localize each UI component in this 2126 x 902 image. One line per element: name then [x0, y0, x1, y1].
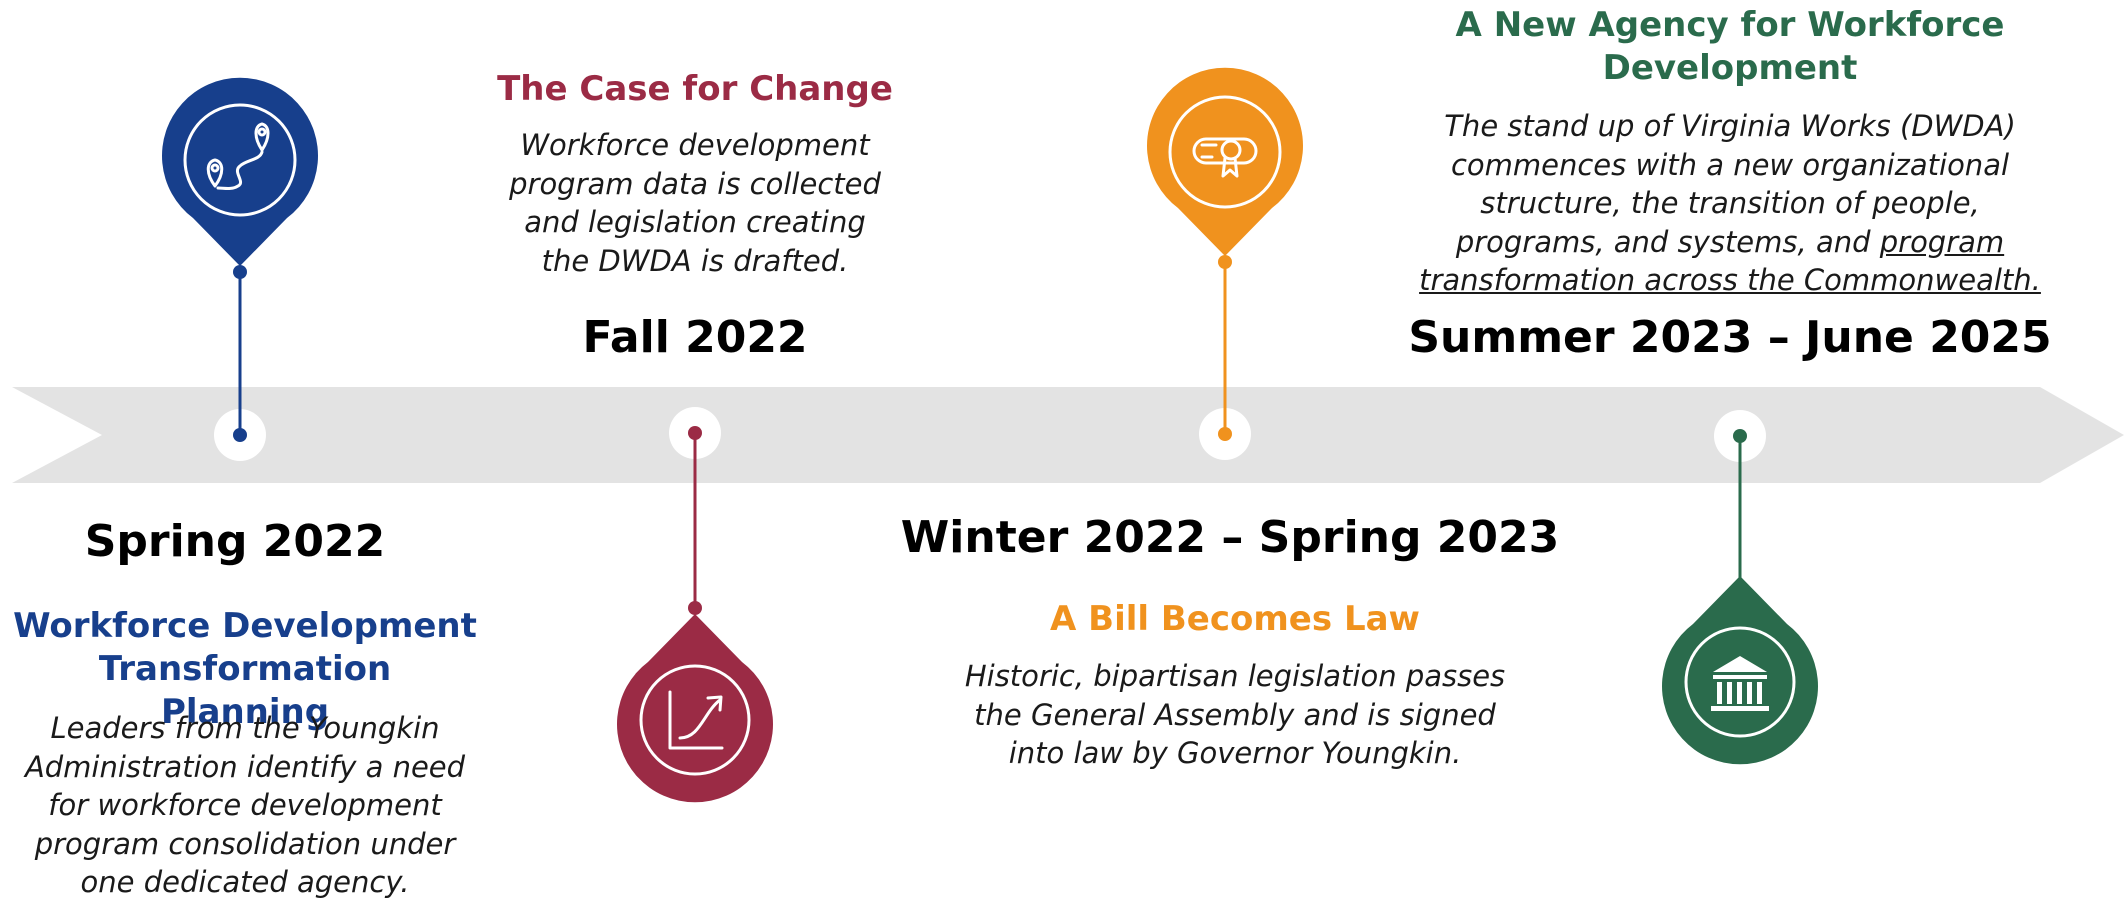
milestone-title: A Bill Becomes Law: [1050, 599, 1420, 639]
pin-ring: [183, 103, 297, 217]
milestone-title: Workforce Development Transformation Pla…: [13, 606, 477, 732]
milestone-title: The Case for Change: [497, 69, 893, 109]
connector-dot: [233, 265, 247, 279]
pin-ring: [1168, 95, 1282, 209]
pin-ring: [639, 664, 751, 776]
diploma-scroll-icon: [1192, 137, 1258, 178]
milestone-description: Workforce development program data is co…: [509, 128, 881, 278]
program-transformation-link-text: program transformation across the Common…: [1419, 224, 2041, 298]
milestone-period: Spring 2022: [84, 516, 386, 567]
milestone-period: Winter 2022 – Spring 2023: [900, 512, 1560, 563]
connector-dot: [688, 601, 702, 615]
connector-dot: [688, 426, 702, 440]
connector-dot: [233, 428, 247, 442]
rising-chart-icon: [668, 690, 724, 750]
pin-marker-1: [162, 77, 318, 267]
milestone-description: Historic, bipartisan legislation passes …: [964, 659, 1506, 770]
connector-dot: [1218, 427, 1232, 441]
milestone-description: The stand up of Virginia Works (DWDA) co…: [1415, 107, 2045, 300]
milestone-title: A New Agency for Workforce Development: [1455, 5, 2005, 88]
description-text: The stand up of Virginia Works (DWDA) co…: [1444, 109, 2016, 259]
government-building-icon: [1711, 656, 1769, 711]
pin-ring: [1684, 626, 1796, 738]
timeline-arrow: [12, 387, 2124, 483]
milestone-description: Leaders from the Youngkin Administration…: [24, 711, 466, 899]
connector-dot: [1218, 255, 1232, 269]
map-route-icon: [206, 122, 270, 190]
connector-dot: [1733, 429, 1747, 443]
milestone-period: Summer 2023 – June 2025: [1408, 312, 2052, 363]
milestone-period: Fall 2022: [582, 312, 808, 363]
